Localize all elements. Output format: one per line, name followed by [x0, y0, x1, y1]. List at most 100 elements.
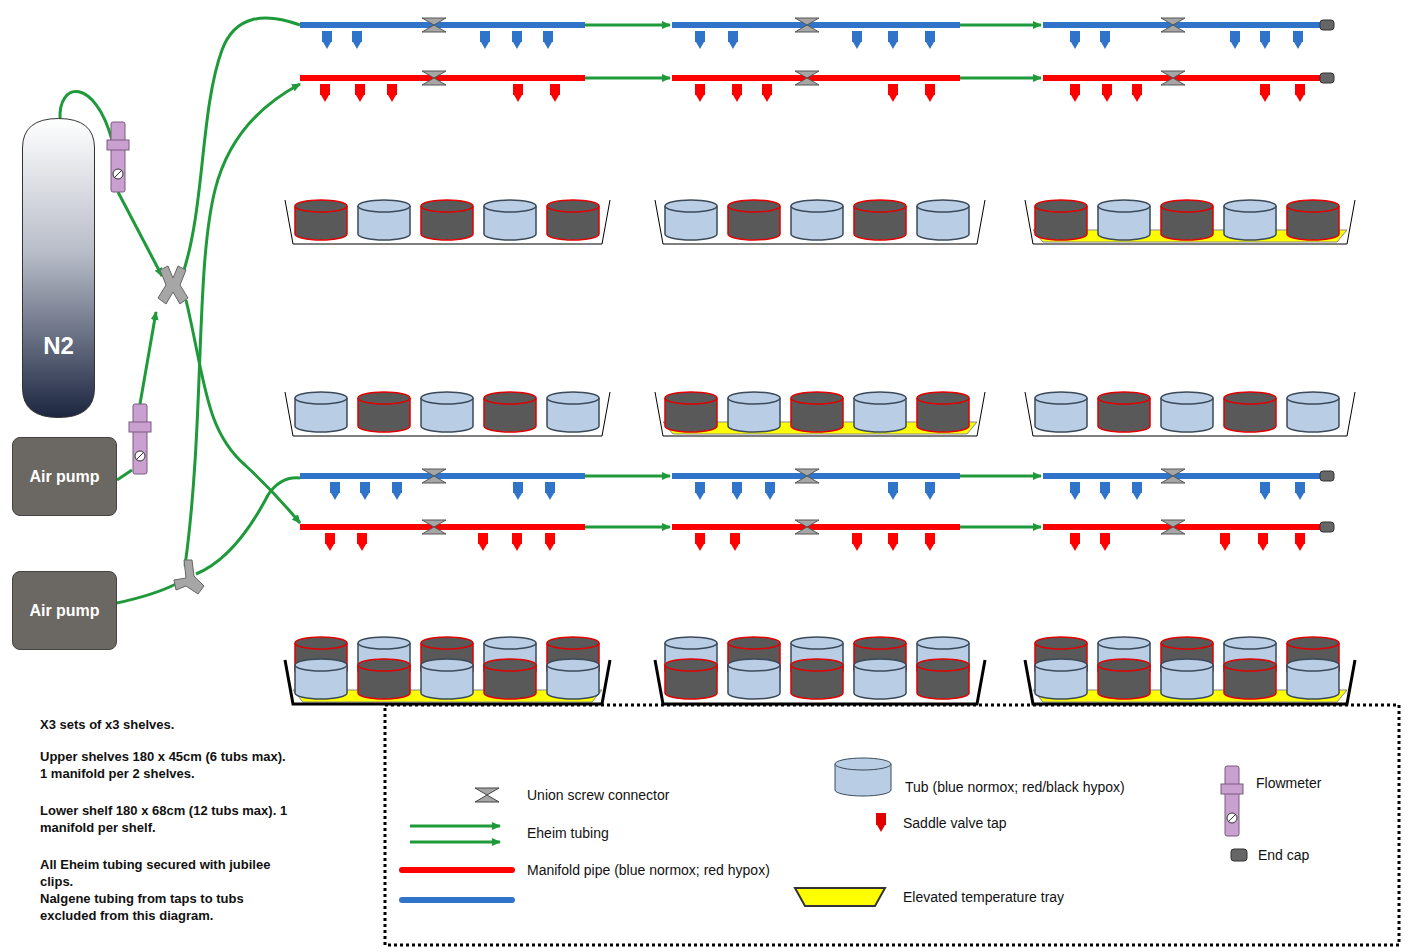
tub [295, 200, 347, 212]
saddle-valve-tap [889, 493, 897, 500]
tub [484, 637, 536, 649]
tub [1287, 659, 1339, 671]
legend-frame [385, 705, 1399, 945]
union-icon [475, 788, 499, 802]
shelf [1025, 392, 1355, 436]
eheim-tubing [960, 475, 1041, 478]
saddle-valve-tap [478, 533, 488, 544]
saddle-valve-tap [888, 482, 898, 493]
legend-text: Saddle valve tap [903, 814, 1103, 832]
saddle-valve-tap [320, 84, 330, 95]
tub [917, 637, 969, 649]
saddle-valve-tap [544, 42, 552, 49]
saddle-valve-tap [1133, 95, 1141, 102]
eheim-tubing [960, 526, 1041, 529]
saddle-valve-tap [1071, 544, 1079, 551]
tub [484, 392, 536, 404]
tub [1035, 637, 1087, 649]
saddle-valve-tap [513, 482, 523, 493]
saddle-valve-tap [352, 31, 362, 42]
tub [917, 392, 969, 404]
saddle-valve-tap [926, 544, 934, 551]
saddle-valve-tap [1070, 533, 1080, 544]
manifold-pipe [1043, 524, 1320, 530]
saddle-valve-tap [357, 533, 367, 544]
tub [421, 392, 473, 404]
tubing-icon [410, 841, 500, 844]
eheim-tubing [140, 312, 156, 404]
manifold-pipe [1043, 473, 1320, 479]
gas-cylinder: N2 [22, 118, 95, 418]
flowmeter-icon [1221, 766, 1243, 836]
tub [1098, 659, 1150, 671]
saddle-valve-tap [546, 493, 554, 500]
saddle-valve-tap [1261, 42, 1269, 49]
saddle-valve-tap [853, 42, 861, 49]
tub [547, 659, 599, 671]
union-connector [422, 520, 446, 534]
tubing-icon [410, 825, 500, 828]
shelf [285, 392, 610, 436]
saddle-valve-tap [393, 493, 401, 500]
saddle-valve-tap [514, 95, 522, 102]
saddle-valve-tap [1231, 42, 1239, 49]
saddle-valve-tap [1295, 84, 1305, 95]
eheim-tubing [960, 77, 1041, 80]
saddle-valve-tap [925, 31, 935, 42]
legend-text: Tub (blue normox; red/black hypox) [905, 778, 1165, 796]
end-cap [1320, 20, 1334, 30]
saddle-valve-tap [545, 533, 555, 544]
saddle-valve-tap [1070, 84, 1080, 95]
tub [728, 637, 780, 649]
manifold-pipe [300, 524, 585, 530]
saddle-valve-tap [695, 31, 705, 42]
tap-icon [876, 813, 886, 825]
manifold-pipe [672, 473, 960, 479]
saddle-valve-tap [388, 95, 396, 102]
saddle-valve-tap [543, 31, 553, 42]
saddle-valve-tap [1100, 482, 1110, 493]
saddle-valve-tap [696, 95, 704, 102]
saddle-valve-tap [763, 95, 771, 102]
saddle-valve-tap [361, 493, 369, 500]
saddle-valve-tap [732, 84, 742, 95]
saddle-valve-tap [926, 42, 934, 49]
saddle-valve-tap [513, 42, 521, 49]
tub [484, 659, 536, 671]
union-connector [422, 71, 446, 85]
saddle-valve-tap [546, 544, 554, 551]
shelf [1025, 660, 1355, 704]
tub [358, 200, 410, 212]
saddle-valve-tap [1101, 493, 1109, 500]
saddle-valve-tap [888, 84, 898, 95]
tub [547, 637, 599, 649]
tub [1035, 392, 1087, 404]
saddle-valve-tap [1132, 84, 1142, 95]
saddle-valve-tap [1259, 544, 1267, 551]
tub [854, 200, 906, 212]
tub [421, 637, 473, 649]
eheim-tubing [185, 84, 300, 566]
saddle-valve-tap [325, 533, 335, 544]
tub [358, 392, 410, 404]
saddle-valve-tap [1293, 31, 1303, 42]
legend-text: Manifold pipe (blue normox; red hypox) [527, 861, 777, 879]
tub [1287, 637, 1339, 649]
saddle-valve-tap [733, 493, 741, 500]
saddle-valve-tap [1102, 84, 1112, 95]
saddle-valve-tap [1070, 482, 1080, 493]
tub [421, 659, 473, 671]
manifold-pipe [300, 75, 585, 81]
saddle-valve-tap [695, 533, 705, 544]
union-connector [1161, 520, 1185, 534]
tub [1035, 200, 1087, 212]
manifold-pipe [672, 524, 960, 530]
saddle-valve-tap [1296, 493, 1304, 500]
saddle-valve-tap [1230, 31, 1240, 42]
union-connector [795, 18, 819, 32]
tub [547, 200, 599, 212]
saddle-valve-tap [1133, 493, 1141, 500]
saddle-valve-tap [696, 42, 704, 49]
eheim-tubing [196, 478, 300, 574]
